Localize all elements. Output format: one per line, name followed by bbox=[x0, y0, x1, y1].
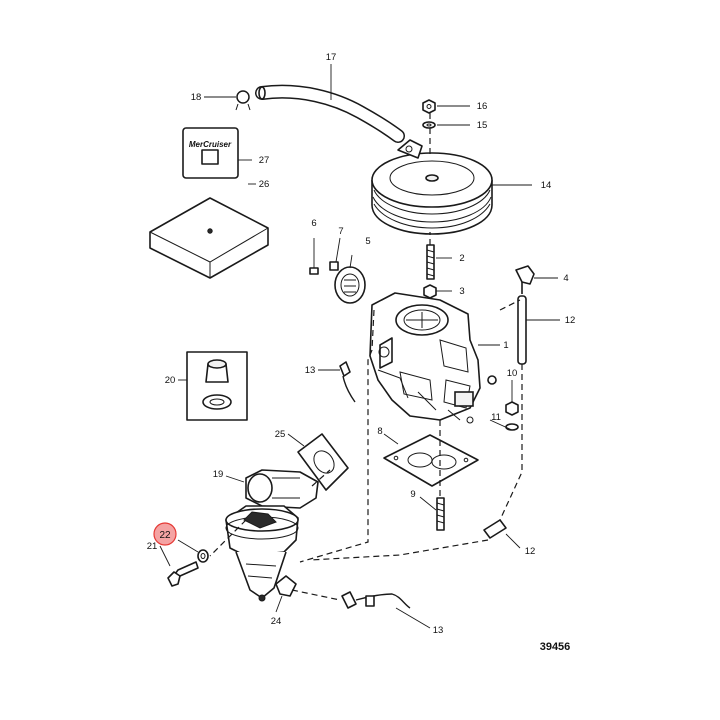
callout-4: 4 bbox=[563, 273, 568, 284]
callout-22: 22 bbox=[159, 530, 171, 541]
callout-9: 9 bbox=[410, 489, 415, 500]
callout-21: 21 bbox=[147, 541, 158, 552]
callout-15: 15 bbox=[477, 120, 488, 131]
bolt-part-21 bbox=[167, 561, 199, 587]
choke-cover-part-5 bbox=[334, 266, 366, 304]
diagram-reference-number: 39456 bbox=[540, 641, 571, 653]
fitting-part-24 bbox=[275, 575, 297, 597]
clamp-part-18 bbox=[235, 90, 251, 111]
leader-lines bbox=[159, 64, 560, 629]
decal-part-27: MerCruiser bbox=[182, 127, 239, 179]
screw-part-6 bbox=[309, 238, 319, 275]
callout-17: 17 bbox=[326, 52, 337, 63]
flame-arrestor-part-14 bbox=[371, 139, 493, 235]
callout-8: 8 bbox=[377, 426, 382, 437]
nut-part-16 bbox=[422, 99, 436, 114]
callout-19: 19 bbox=[213, 469, 224, 480]
callout-25: 25 bbox=[275, 429, 286, 440]
callout-27: 27 bbox=[259, 155, 270, 166]
fuel-line-part-13-upper bbox=[339, 361, 356, 403]
stud-part-9 bbox=[436, 497, 445, 531]
inset-part-20 bbox=[186, 351, 248, 421]
callout-24: 24 bbox=[271, 616, 282, 627]
fuel-pump-part-19 bbox=[225, 469, 319, 602]
elbow-fitting-part-4 bbox=[515, 265, 535, 294]
callout-1: 1 bbox=[503, 340, 508, 351]
assembly-lines bbox=[209, 113, 523, 601]
highlight-circle bbox=[153, 522, 177, 546]
carburetor-part-1 bbox=[369, 292, 497, 424]
callout-14: 14 bbox=[541, 180, 552, 191]
gasket-part-8 bbox=[383, 434, 479, 487]
callout-2: 2 bbox=[459, 253, 464, 264]
callout-13-upper: 13 bbox=[305, 365, 316, 376]
fuel-line-part-12-upper bbox=[517, 295, 527, 365]
washer-part-15 bbox=[422, 121, 436, 129]
callout-7: 7 bbox=[338, 226, 343, 237]
fuel-line-part-12-lower bbox=[483, 519, 507, 539]
cover-part-26 bbox=[149, 197, 269, 279]
callout-3: 3 bbox=[459, 286, 464, 297]
callout-6: 6 bbox=[311, 218, 316, 229]
callout-16: 16 bbox=[477, 101, 488, 112]
callout-12-lower: 12 bbox=[525, 546, 536, 557]
nut-part-3 bbox=[423, 284, 437, 299]
callout-10: 10 bbox=[507, 368, 518, 379]
callout-13-lower: 13 bbox=[433, 625, 444, 636]
callout-18: 18 bbox=[191, 92, 202, 103]
gasket-part-25 bbox=[297, 433, 349, 491]
callout-12-upper: 12 bbox=[565, 315, 576, 326]
fuel-line-part-13-lower bbox=[341, 591, 411, 609]
nut-part-10 bbox=[505, 401, 519, 416]
stud-part-2 bbox=[426, 244, 435, 280]
washer-part-11 bbox=[505, 423, 519, 431]
decal-logo-text: MerCruiser bbox=[189, 140, 232, 149]
callout-26: 26 bbox=[259, 179, 270, 190]
washer-part-22 bbox=[197, 549, 209, 563]
hose-part-17 bbox=[255, 84, 405, 143]
callout-5: 5 bbox=[365, 236, 370, 247]
callout-20: 20 bbox=[165, 375, 176, 386]
callouts: 17 18 16 15 14 27 26 6 7 5 2 3 4 12 1 10… bbox=[147, 52, 576, 636]
highlighted-callout-22[interactable]: 22 bbox=[153, 522, 177, 546]
callout-11: 11 bbox=[491, 412, 501, 423]
clip-part-7 bbox=[329, 237, 341, 271]
